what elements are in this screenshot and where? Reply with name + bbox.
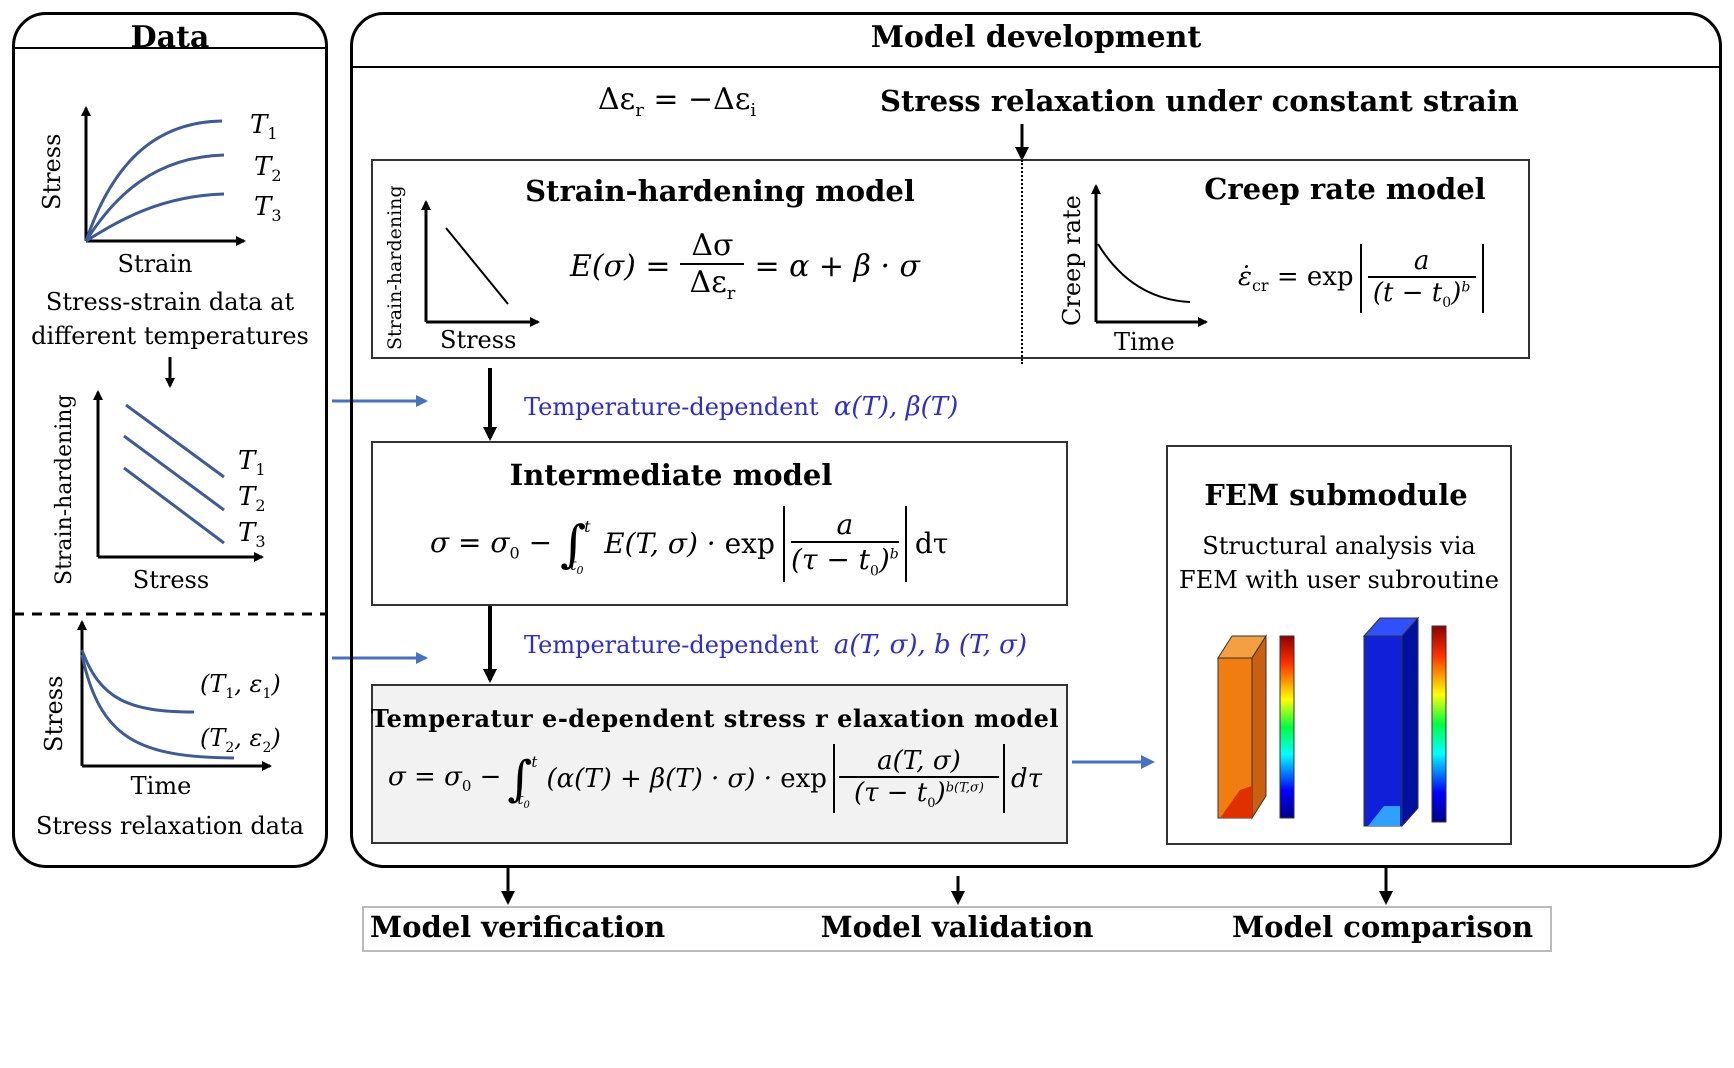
temp-dep-1-prefix: Temperature-dependent: [524, 393, 819, 421]
chart1-x-label: Strain: [117, 250, 193, 278]
chart2-x-label: Stress: [132, 566, 210, 594]
cr-eq-bar: [1367, 276, 1476, 278]
cr-eq-fraction: a (t − t0)b: [1367, 246, 1476, 312]
sh-eq-fraction: Δσ Δεr: [680, 228, 745, 304]
fm-eq-fraction: a(T, σ) (τ − t0)b(T,σ): [838, 746, 999, 812]
data-panel: [12, 12, 328, 868]
im-eq-bracket: a (τ − t0)b: [782, 506, 907, 582]
fem-title: FEM submodule: [1204, 478, 1468, 512]
model-panel-title: Model development: [870, 20, 1202, 55]
fm-eq-end: dτ: [1010, 763, 1042, 794]
fm-eq-integrand: (α(T) + β(T) · σ) · exp: [546, 763, 827, 794]
im-eq-den: (τ − t0)b: [791, 543, 899, 580]
chart1-series-t3: T3: [254, 192, 282, 226]
chart1-series-t2: T2: [254, 152, 282, 186]
outcome-validation: Model validation: [820, 910, 1094, 944]
chart3-curve-1: [80, 649, 195, 714]
cr-eq-bracket: a (t − t0)b: [1359, 244, 1484, 314]
chart3-series-1: (T1, ε1): [200, 670, 281, 702]
chart2-series-t1: T1: [238, 446, 266, 480]
chart2-line-t3: [123, 466, 225, 545]
outcome-comparison: Model comparison: [1232, 910, 1534, 944]
chart1-caption-line2: different temperatures: [31, 322, 309, 350]
chart3-x-label: Time: [130, 772, 192, 800]
model-panel-divider: [352, 66, 1720, 68]
fem-desc-line2: FEM with user subroutine: [1179, 566, 1499, 594]
top-heading: Stress relaxation under constant strain: [880, 84, 1519, 118]
fem-colorbar-2: [1431, 625, 1447, 823]
temp-dep-2-prefix: Temperature-dependent: [524, 631, 819, 659]
fm-eq-num: a(T, σ): [877, 746, 961, 776]
data-panel-title: Data: [130, 20, 210, 55]
chart2-series-t3: T3: [238, 518, 266, 552]
creep-rate-x-label: Time: [1114, 328, 1175, 356]
im-eq-bar: [790, 541, 899, 543]
fem-plate-orange: [1217, 634, 1267, 820]
im-eq-integrand: E(T, σ) · exp: [604, 527, 775, 561]
strain-hardening-x-label: Stress: [440, 326, 517, 354]
im-eq-end: dτ: [914, 527, 949, 561]
intermediate-model-title: Intermediate model: [509, 458, 833, 492]
strain-hardening-equation: E(σ) = Δσ Δεr = α + β · σ: [570, 228, 920, 304]
chart1-curve-t3: [85, 192, 225, 243]
im-eq-left: σ = σ0 −: [430, 525, 553, 563]
sh-eq-num: Δσ: [691, 228, 734, 263]
chart3-caption: Stress relaxation data: [35, 812, 304, 840]
fm-eq-bracket: a(T, σ) (τ − t0)b(T,σ): [832, 744, 1005, 814]
top-box-dotted-divider: [1021, 160, 1023, 364]
outcomes-bar: [362, 906, 1552, 952]
temp-dep-2-params: a(T, σ), b (T, σ): [833, 630, 1027, 660]
temp-dep-1-params: α(T), β(T): [833, 392, 959, 422]
chart2-series-t2: T2: [238, 482, 266, 516]
fem-plate-blue: [1362, 616, 1420, 828]
sh-eq-lhs: E(σ) =: [570, 248, 671, 284]
fem-colorbar-1: [1279, 635, 1295, 819]
strain-hardening-title: Strain-hardening model: [525, 174, 915, 208]
cr-eq-den: (t − t0)b: [1372, 278, 1471, 312]
cr-eq-num: a: [1413, 246, 1430, 276]
cr-eq-lhs: ε̇cr = exp: [1238, 262, 1354, 296]
chart1-curve-t2: [84, 153, 225, 242]
temp-dependent-label-1: Temperature-dependent α(T), β(T): [524, 392, 958, 422]
chart2-line-t1: [125, 403, 225, 479]
chart1-series-t1: T1: [250, 110, 278, 144]
temp-dependent-label-2: Temperature-dependent a(T, σ), b (T, σ): [524, 630, 1027, 660]
model-panel: [350, 12, 1722, 868]
intermediate-model-box: [371, 441, 1068, 606]
data-panel-divider: [14, 47, 326, 49]
chart3-series-2: (T2, ε2): [200, 724, 281, 756]
fm-eq-den: (τ − t0)b(T,σ): [853, 778, 984, 812]
sh-eq-bar: [680, 263, 745, 265]
top-equation: Δεr = −Δεi: [598, 82, 757, 121]
fm-eq-bar: [838, 776, 999, 778]
fem-desc-line1: Structural analysis via: [1202, 532, 1476, 560]
im-eq-fraction: a (τ − t0)b: [790, 508, 899, 580]
fm-eq-left: σ = σ0 −: [388, 762, 502, 796]
creep-rate-equation: ε̇cr = exp a (t − t0)b: [1238, 244, 1484, 314]
creep-rate-title: Creep rate model: [1204, 172, 1486, 206]
top-model-box: [371, 159, 1530, 359]
sh-eq-den: Δεr: [689, 265, 736, 304]
outcome-verification: Model verification: [370, 910, 666, 944]
chart1-caption-line1: Stress-strain data at: [45, 288, 295, 316]
final-model-title: Temperatur e-dependent stress r elaxatio…: [371, 704, 1060, 733]
sh-eq-rhs: = α + β · σ: [754, 248, 921, 284]
final-model-box: [371, 684, 1068, 844]
chart1-curve-t1: [84, 119, 223, 242]
chart3-curve-2: [80, 654, 235, 760]
chart2-line-t2: [123, 434, 225, 512]
im-eq-num: a: [836, 508, 854, 541]
